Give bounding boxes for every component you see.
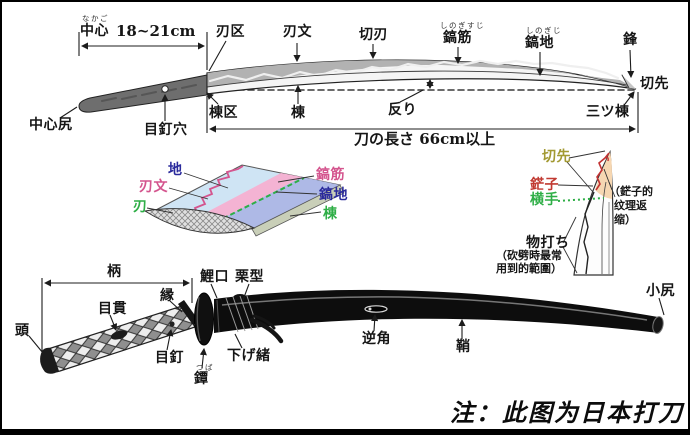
label-kojiri: 小尻 [646,283,675,299]
fuchi-collar [178,300,199,325]
mekugi-hole [161,85,169,93]
cross-pointer-lines [146,172,322,217]
tang-shape [78,74,208,113]
cross-section-drawing [143,164,345,237]
tang-hatch [101,84,197,102]
label-tsuka: 柄 [107,264,122,280]
blade-pointer-lines [59,40,635,121]
hamon-wave [208,59,620,83]
label-hamon: 刃文 [283,24,312,40]
mounting-pointer-lines [28,278,665,369]
furigana-nakago: なかご [82,14,109,23]
cross-shinogiji-band [214,177,340,229]
boshi-region [595,152,612,199]
label-mune: 棟 [291,105,306,121]
cross-hamon-band [192,173,302,223]
label-kiriha: 切刃 [359,27,388,43]
cross-section-face [143,208,256,234]
label-boshi-note-3: 缩） [614,213,636,226]
label-sakakado: 逆角 [362,331,391,347]
label-sori: 反り [388,102,417,118]
label-nakago: 中心 [80,23,109,39]
label-kurikata: 栗型 [235,269,264,285]
kiriha-band [207,60,636,89]
label-cs-hamon: 刃文 [139,179,168,195]
label-shinogi-ji: 鎬地 [525,35,554,51]
furigana-shinogi-ji: しのぎじ [526,26,562,35]
label-mekugi: 目釘 [155,350,184,366]
kojiri-cap [652,316,664,334]
label-monouchi: 物打ち [526,235,570,251]
yokote-line [621,74,630,89]
koiguchi-line [216,299,220,333]
label-kissaki-top: 切先 [640,76,669,92]
label-blade-length: 刀の長さ 66cm以上 [354,130,496,148]
furigana-shinogi-suji: しのぎすじ [440,21,485,30]
label-monouchi-note-2: 用到的範圍） [496,262,562,275]
label-fuchi: 縁 [160,288,175,304]
saya-shape [214,289,659,333]
tsuba-highlight [196,296,201,342]
diagram-artwork [28,32,665,374]
boshi-turnback [604,156,609,162]
label-boshi-note-1: （鋩子的 [609,185,653,198]
kashira-cap [40,347,59,374]
label-tip-yokote: 横手 [530,192,559,208]
label-tsuba: 鐔 [194,371,209,387]
label-sageo: 下げ緒 [227,348,271,364]
sakakado-dot [368,307,372,311]
blade-dimensions [78,32,639,133]
label-mekugi-ana: 目釘穴 [144,122,188,138]
mekugi-peg [169,321,175,327]
blade-drawing [78,59,637,113]
furigana-tsuba: つば [196,363,214,372]
label-saya: 鞘 [456,339,471,355]
label-nakago-jiri: 中心尻 [29,117,73,133]
label-cs-shinogi-suji: 鎬筋 [316,167,345,183]
cross-hamon-wave [189,165,244,221]
label-tang-length: 18~21cm [116,22,196,40]
label-cs-mune: 棟 [323,206,338,222]
label-cs-ha: 刃 [133,199,148,215]
cross-shinogi-suji-line [215,177,305,223]
label-mitsu-mune: 三ツ棟 [586,104,630,120]
label-cs-shinogi-ji: 鎬地 [319,187,348,203]
shinogi-line [206,70,633,88]
label-kashira: 頭 [15,323,30,339]
sakakado-detail [364,305,388,313]
menuki-ornament [110,330,128,340]
tip-hamon-line [583,191,595,275]
tsuba-guard [194,292,214,346]
label-menuki: 目貫 [98,301,127,317]
label-cs-ji: 地 [168,162,183,178]
tip-pointer-lines [557,150,616,274]
sageo-wrap [225,295,284,344]
label-koiguchi: 鯉口 [200,269,229,285]
tip-shinogi-line [601,181,607,274]
tip-detail-drawing [557,149,616,276]
label-monouchi-note-1: （砍劈時最常 [496,249,562,262]
saya-highlight [221,296,648,321]
mounted-sword-drawing [28,278,665,374]
label-hamachi: 刃区 [216,24,245,40]
label-hou: 鋒 [623,32,638,48]
caption-note: 注：此图为日本打刀 [450,398,684,427]
kissaki-plane [622,75,636,89]
label-tip-kissaki: 切先 [542,149,571,165]
cross-mune-side [251,184,345,237]
label-mune-machi: 棟区 [209,105,238,121]
label-shinogi-suji: 鎬筋 [443,30,472,46]
label-tip-boshi: 鋩子 [530,177,559,193]
label-boshi-note-2: 纹理返 [614,199,647,212]
